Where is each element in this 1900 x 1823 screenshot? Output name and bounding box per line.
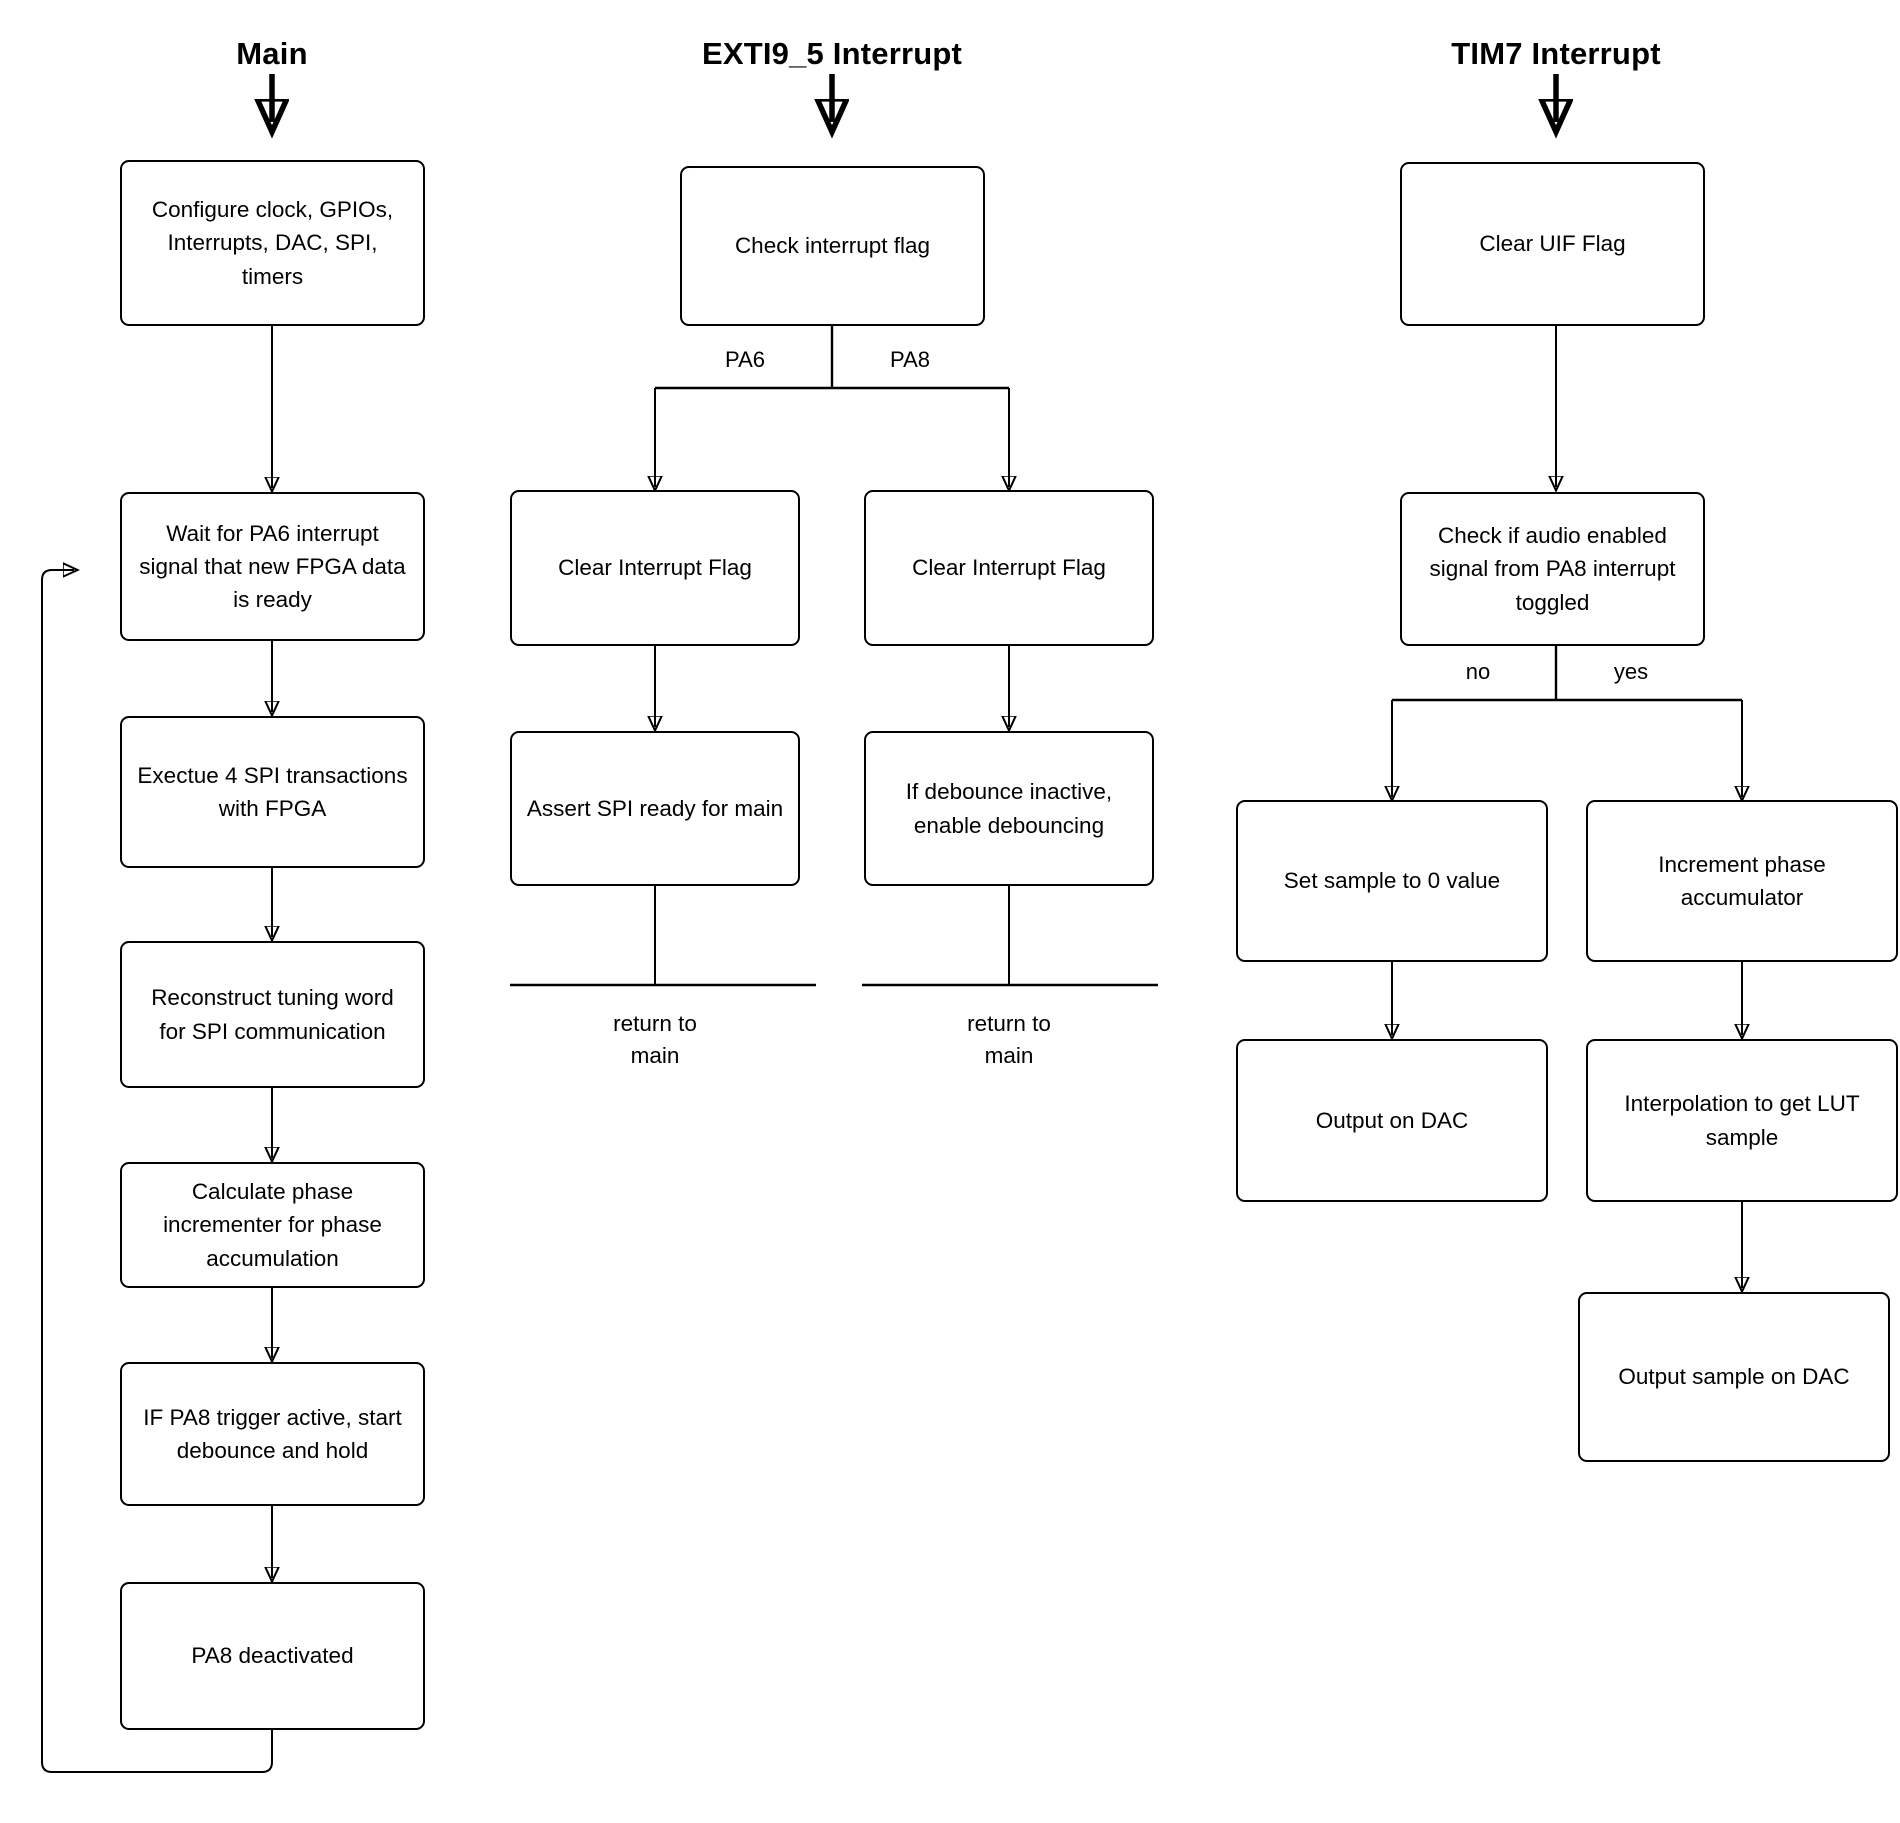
- branch-label-no: no: [1465, 659, 1491, 684]
- node-enable-debouncing-label: If debounce inactive, enable debouncing: [905, 779, 1113, 838]
- column-title-main: Main: [236, 36, 308, 71]
- node-clear-uif-flag-label: Clear UIF Flag: [1479, 231, 1626, 257]
- node-output-sample-on-dac-label: Output sample on DAC: [1618, 1364, 1850, 1390]
- node-spi-transactions[interactable]: Exectue 4 SPI transactions with FPGA: [120, 716, 425, 868]
- node-interpolation-lut-label: Interpolation to get LUT sample: [1624, 1091, 1860, 1150]
- node-clear-flag-pa6[interactable]: Clear Interrupt Flag: [510, 490, 800, 646]
- node-clear-flag-pa6-label: Clear Interrupt Flag: [558, 555, 752, 581]
- node-output-sample-on-dac[interactable]: Output sample on DAC: [1578, 1292, 1890, 1462]
- terminator-return-to-main-left: return to main: [613, 1011, 697, 1068]
- node-clear-flag-pa8-label: Clear Interrupt Flag: [912, 555, 1106, 581]
- branch-label-pa6: PA6: [725, 347, 765, 372]
- node-wait-pa6-label: Wait for PA6 interrupt signal that new F…: [139, 520, 406, 613]
- node-assert-spi-ready-label: Assert SPI ready for main: [526, 795, 784, 821]
- node-configure-label: Configure clock, GPIOs, Interrupts, DAC,…: [151, 197, 394, 289]
- column-title-tim7: TIM7 Interrupt: [1451, 36, 1661, 71]
- node-pa8-deactivated[interactable]: PA8 deactivated: [120, 1582, 425, 1730]
- node-assert-spi-ready[interactable]: Assert SPI ready for main: [510, 731, 800, 886]
- node-calculate-phase-label: Calculate phase incrementer for phase ac…: [163, 1179, 382, 1271]
- node-set-sample-zero-label: Set sample to 0 value: [1283, 868, 1501, 894]
- node-check-audio-enabled-label: Check if audio enabled signal from PA8 i…: [1429, 523, 1676, 615]
- node-pa8-trigger-label: IF PA8 trigger active, start debounce an…: [143, 1404, 402, 1463]
- node-calculate-phase[interactable]: Calculate phase incrementer for phase ac…: [120, 1162, 425, 1288]
- node-configure[interactable]: Configure clock, GPIOs, Interrupts, DAC,…: [120, 160, 425, 326]
- node-reconstruct[interactable]: Reconstruct tuning word for SPI communic…: [120, 941, 425, 1088]
- node-set-sample-zero[interactable]: Set sample to 0 value: [1236, 800, 1548, 962]
- node-interpolation-lut[interactable]: Interpolation to get LUT sample: [1586, 1039, 1898, 1202]
- node-pa8-deactivated-label: PA8 deactivated: [191, 1643, 354, 1669]
- terminator-return-to-main-right: return to main: [967, 1011, 1051, 1068]
- column-title-exti: EXTI9_5 Interrupt: [701, 36, 963, 71]
- node-pa8-trigger[interactable]: IF PA8 trigger active, start debounce an…: [120, 1362, 425, 1506]
- node-output-on-dac[interactable]: Output on DAC: [1236, 1039, 1548, 1202]
- branch-label-pa8: PA8: [890, 347, 930, 372]
- node-clear-flag-pa8[interactable]: Clear Interrupt Flag: [864, 490, 1154, 646]
- node-increment-phase-accumulator[interactable]: Increment phase accumulator: [1586, 800, 1898, 962]
- node-check-interrupt-flag[interactable]: Check interrupt flag: [680, 166, 985, 326]
- node-reconstruct-label: Reconstruct tuning word for SPI communic…: [151, 985, 394, 1044]
- node-clear-uif-flag[interactable]: Clear UIF Flag: [1400, 162, 1705, 326]
- node-output-on-dac-label: Output on DAC: [1315, 1107, 1469, 1133]
- node-check-audio-enabled[interactable]: Check if audio enabled signal from PA8 i…: [1400, 492, 1705, 646]
- branch-label-yes: yes: [1613, 659, 1649, 684]
- node-spi-transactions-label: Exectue 4 SPI transactions with FPGA: [137, 762, 408, 821]
- node-wait-pa6[interactable]: Wait for PA6 interrupt signal that new F…: [120, 492, 425, 641]
- node-check-interrupt-flag-label: Check interrupt flag: [734, 233, 931, 259]
- node-increment-phase-accumulator-label: Increment phase accumulator: [1658, 851, 1826, 910]
- node-enable-debouncing[interactable]: If debounce inactive, enable debouncing: [864, 731, 1154, 886]
